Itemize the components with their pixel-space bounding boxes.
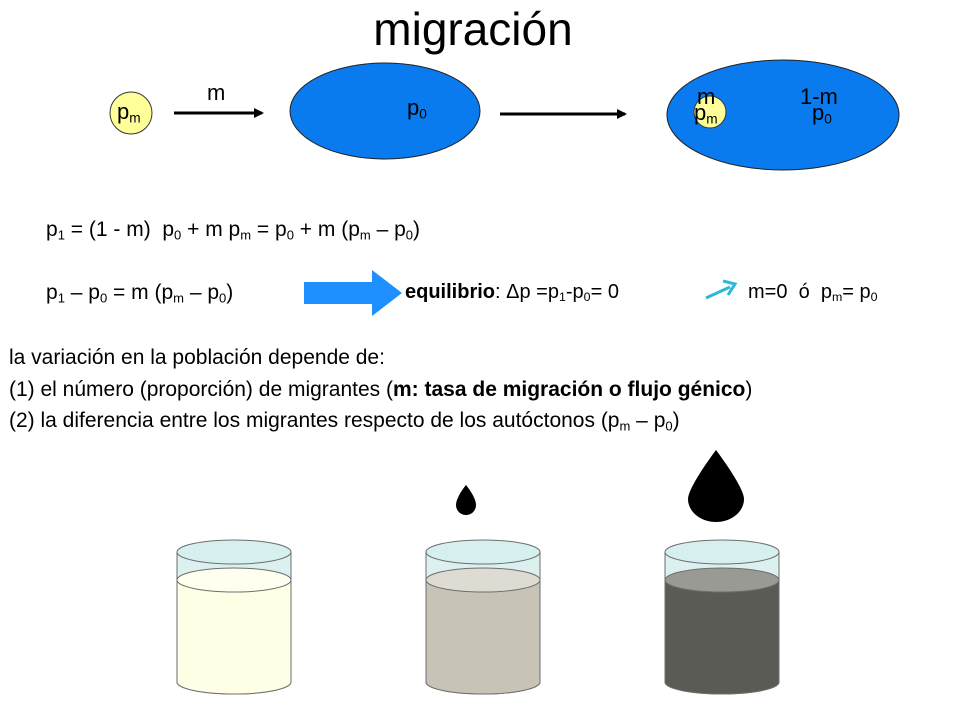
equation-p1: p1 = (1 - m) p0 + m pm = p0 + m (pm – p0… [46,218,421,243]
fat-arrow [304,270,402,316]
explanation-point-1: (1) el número (proporción) de migrantes … [9,378,753,401]
migrant-inside-label: pm [694,100,718,127]
arrow-label-m: m [207,80,226,105]
small-arrow-head [722,279,738,296]
glass-dark [664,539,780,695]
page-title: migración [373,3,573,55]
fraction-m-label: m [697,84,716,109]
glass-light [425,539,541,695]
migrant-source-label: pm [117,99,141,126]
small-arrow [705,285,731,300]
small-drop-icon [456,485,476,515]
glass-clean [176,539,292,695]
large-drop-icon [688,450,744,522]
resident-inside-label: p0 [812,100,832,127]
explanation-point-2: (2) la diferencia entre los migrantes re… [9,409,680,434]
migrant-source-circle [109,91,153,135]
migrant-inside-circle [693,95,727,129]
mixed-population-ellipse [666,59,900,171]
equation-delta: p1 – p0 = m (pm – p0) [46,281,234,306]
population-ellipse [289,62,481,160]
population-label: p0 [407,95,427,122]
equilibrium-result: m=0 ó pm= p0 [748,281,878,305]
fraction-1m-label: 1-m [800,84,838,109]
equilibrium-statement: equilibrio: Δp =p1-p0= 0 [405,281,619,305]
explanation-intro: la variación en la población depende de: [9,346,385,369]
